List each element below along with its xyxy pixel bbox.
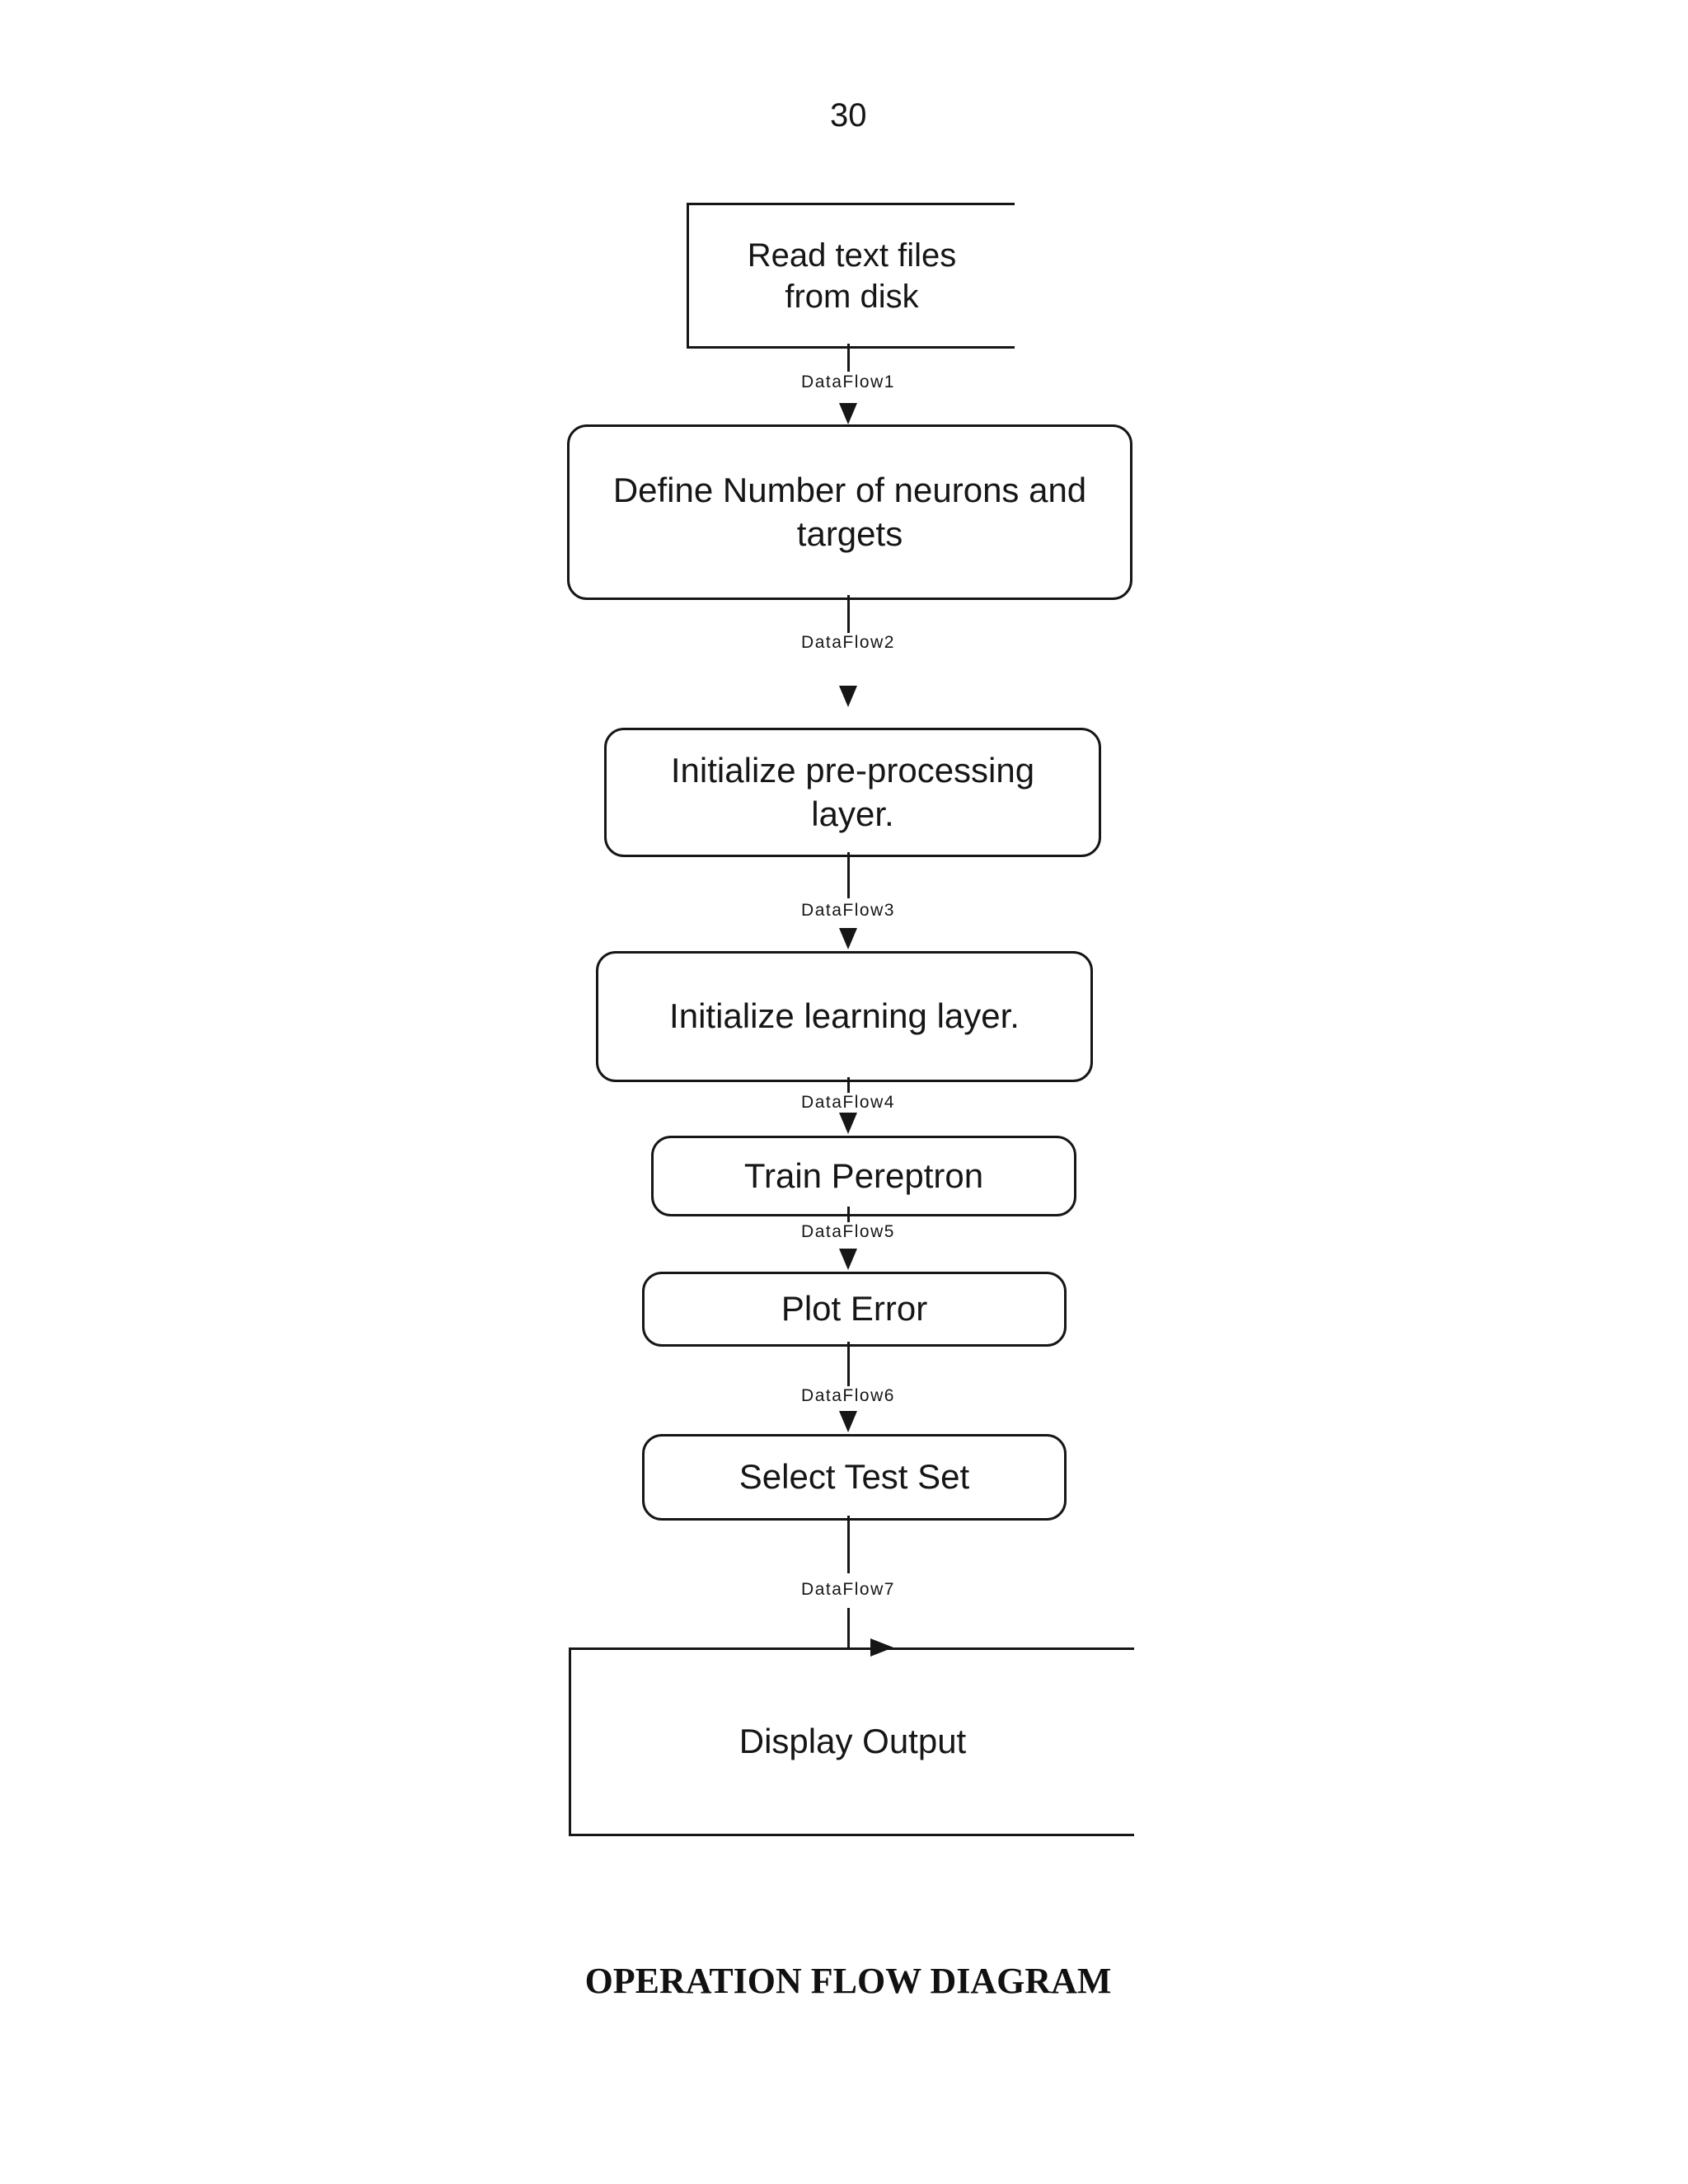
node-label-line: from disk bbox=[785, 278, 919, 315]
node-label-line: layer. bbox=[811, 794, 894, 833]
flow2-label: DataFlow2 bbox=[796, 633, 900, 653]
page-number: 30 bbox=[830, 97, 867, 134]
node-label: Define Number of neurons and targets bbox=[613, 469, 1086, 555]
flow7-label: DataFlow7 bbox=[796, 1580, 900, 1600]
flow7-line-lower bbox=[847, 1608, 850, 1647]
flow1-label: DataFlow1 bbox=[796, 373, 900, 392]
flow6-arrowhead-down-icon bbox=[839, 1411, 857, 1432]
flow6-label: DataFlow6 bbox=[796, 1386, 900, 1406]
flow2-line bbox=[847, 595, 850, 638]
flow-node-read-text-files: Read text files from disk bbox=[687, 203, 1015, 349]
flow-node-init-learning: Initialize learning layer. bbox=[596, 951, 1093, 1082]
flow1-line bbox=[847, 344, 850, 372]
flow5-label: DataFlow5 bbox=[796, 1222, 900, 1242]
flow3-label: DataFlow3 bbox=[796, 901, 900, 921]
flow-node-define-neurons: Define Number of neurons and targets bbox=[567, 424, 1132, 600]
flow3-arrowhead-down-icon bbox=[839, 928, 857, 949]
node-label: Plot Error bbox=[781, 1289, 928, 1329]
flow-node-init-preprocessing: Initialize pre-processing layer. bbox=[604, 728, 1101, 857]
node-label: Read text files from disk bbox=[748, 235, 956, 317]
node-label-line: targets bbox=[796, 513, 903, 553]
diagram-caption: OPERATION FLOW DIAGRAM bbox=[584, 1961, 1112, 2001]
node-label: Train Pereptron bbox=[743, 1155, 984, 1195]
flow4-line bbox=[847, 1077, 850, 1099]
flow5-arrowhead-down-icon bbox=[839, 1249, 857, 1270]
flow3-line bbox=[847, 852, 850, 898]
flow4-arrowhead-down-icon bbox=[839, 1113, 857, 1134]
flow1-arrowhead-down-icon bbox=[839, 403, 857, 424]
node-label: Select Test Set bbox=[738, 1457, 970, 1497]
node-label-line: Define Number of neurons and bbox=[612, 471, 1087, 509]
flow-node-train-pereptron: Train Pereptron bbox=[651, 1136, 1076, 1216]
flow6-line bbox=[847, 1342, 850, 1390]
flow-node-plot-error: Plot Error bbox=[642, 1272, 1067, 1347]
flow-node-display-output: Display Output bbox=[569, 1647, 1134, 1836]
node-label: Display Output bbox=[738, 1722, 967, 1761]
flow5-line bbox=[847, 1207, 850, 1226]
flow7-line-upper bbox=[847, 1516, 850, 1573]
flow2-arrowhead-down-icon bbox=[839, 686, 857, 707]
node-label: Initialize pre-processing layer. bbox=[671, 749, 1034, 836]
flow4-label: DataFlow4 bbox=[796, 1093, 900, 1113]
node-label: Initialize learning layer. bbox=[669, 996, 1020, 1036]
node-label-line: Read text files bbox=[747, 237, 957, 274]
flow-node-select-test-set: Select Test Set bbox=[642, 1434, 1067, 1521]
node-label-line: Initialize pre-processing bbox=[670, 751, 1035, 790]
